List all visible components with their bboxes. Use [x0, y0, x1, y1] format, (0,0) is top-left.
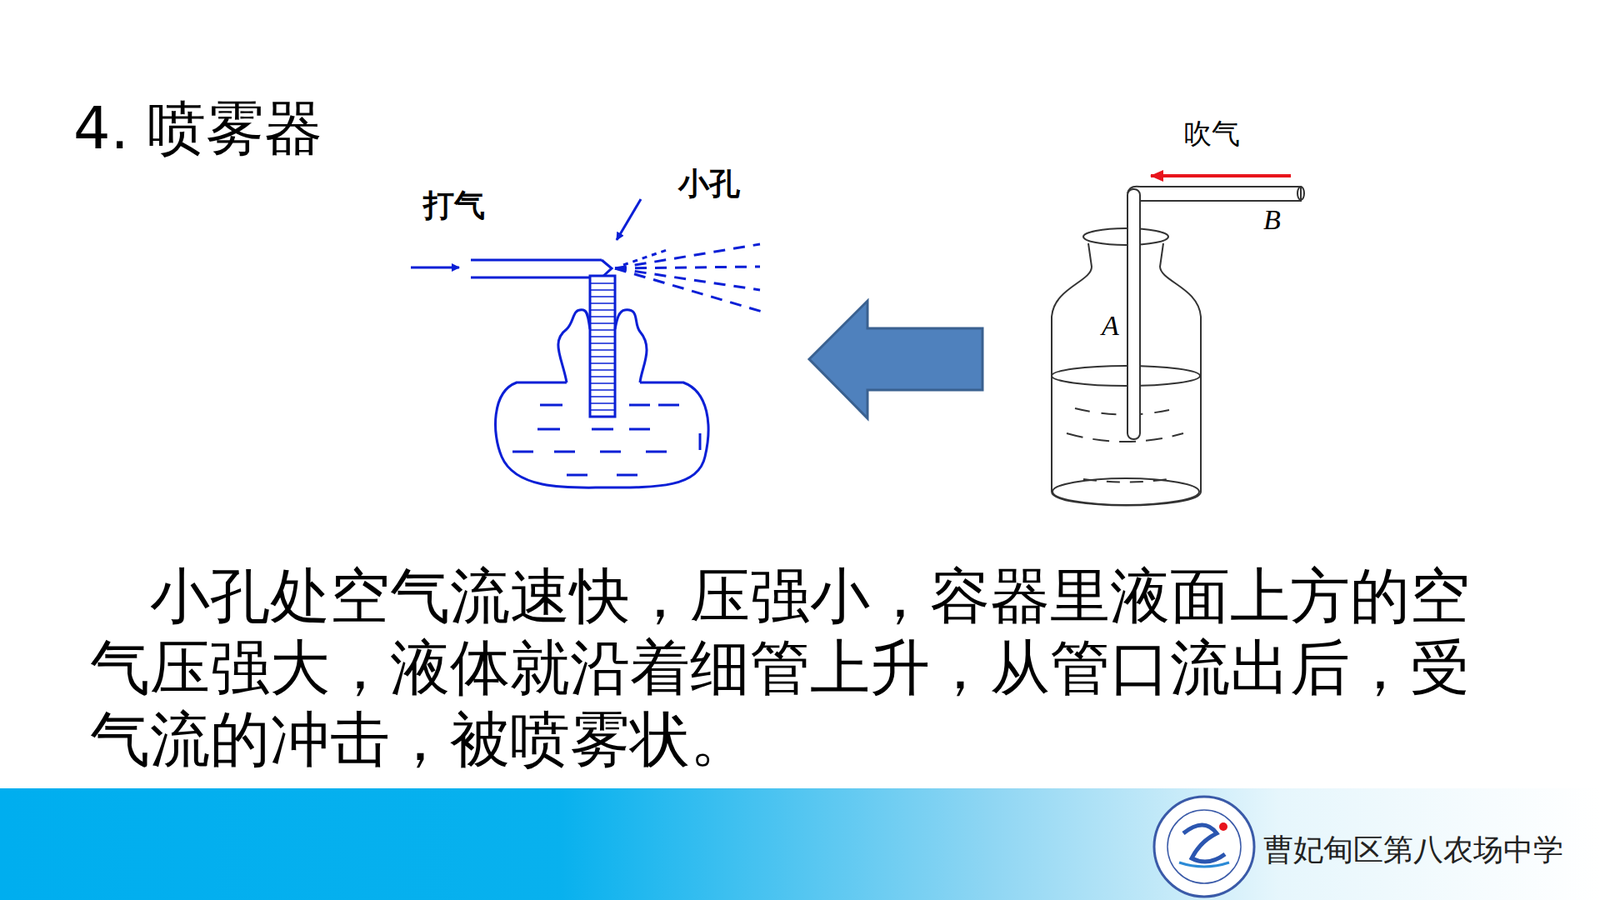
slide-title: 4. 喷雾器	[73, 93, 323, 164]
tube-letter: B	[1263, 204, 1281, 236]
tube-hatching	[590, 283, 615, 410]
big-arrow	[809, 300, 983, 419]
jar-figure	[1051, 186, 1305, 506]
pointer-arrow	[616, 199, 641, 240]
tube-letter: A	[1101, 310, 1120, 342]
liquid-dashes	[512, 405, 680, 475]
school-name: 曹妃甸区第八农场中学	[1263, 830, 1564, 871]
blow-label: 吹气	[1183, 115, 1240, 154]
hole-label: 小孔	[678, 163, 740, 205]
footer-band	[0, 788, 1600, 900]
blow-arrow	[1150, 174, 1291, 178]
sprayer-figure	[410, 260, 709, 488]
body-text: 小孔处空气流速快，压强小，容器里液面上方的空气压强大，液体就沿着细管上升，从管口…	[90, 560, 1499, 775]
pump-label: 打气	[423, 185, 485, 227]
school-logo	[1154, 796, 1255, 897]
spray-mist	[615, 244, 765, 313]
